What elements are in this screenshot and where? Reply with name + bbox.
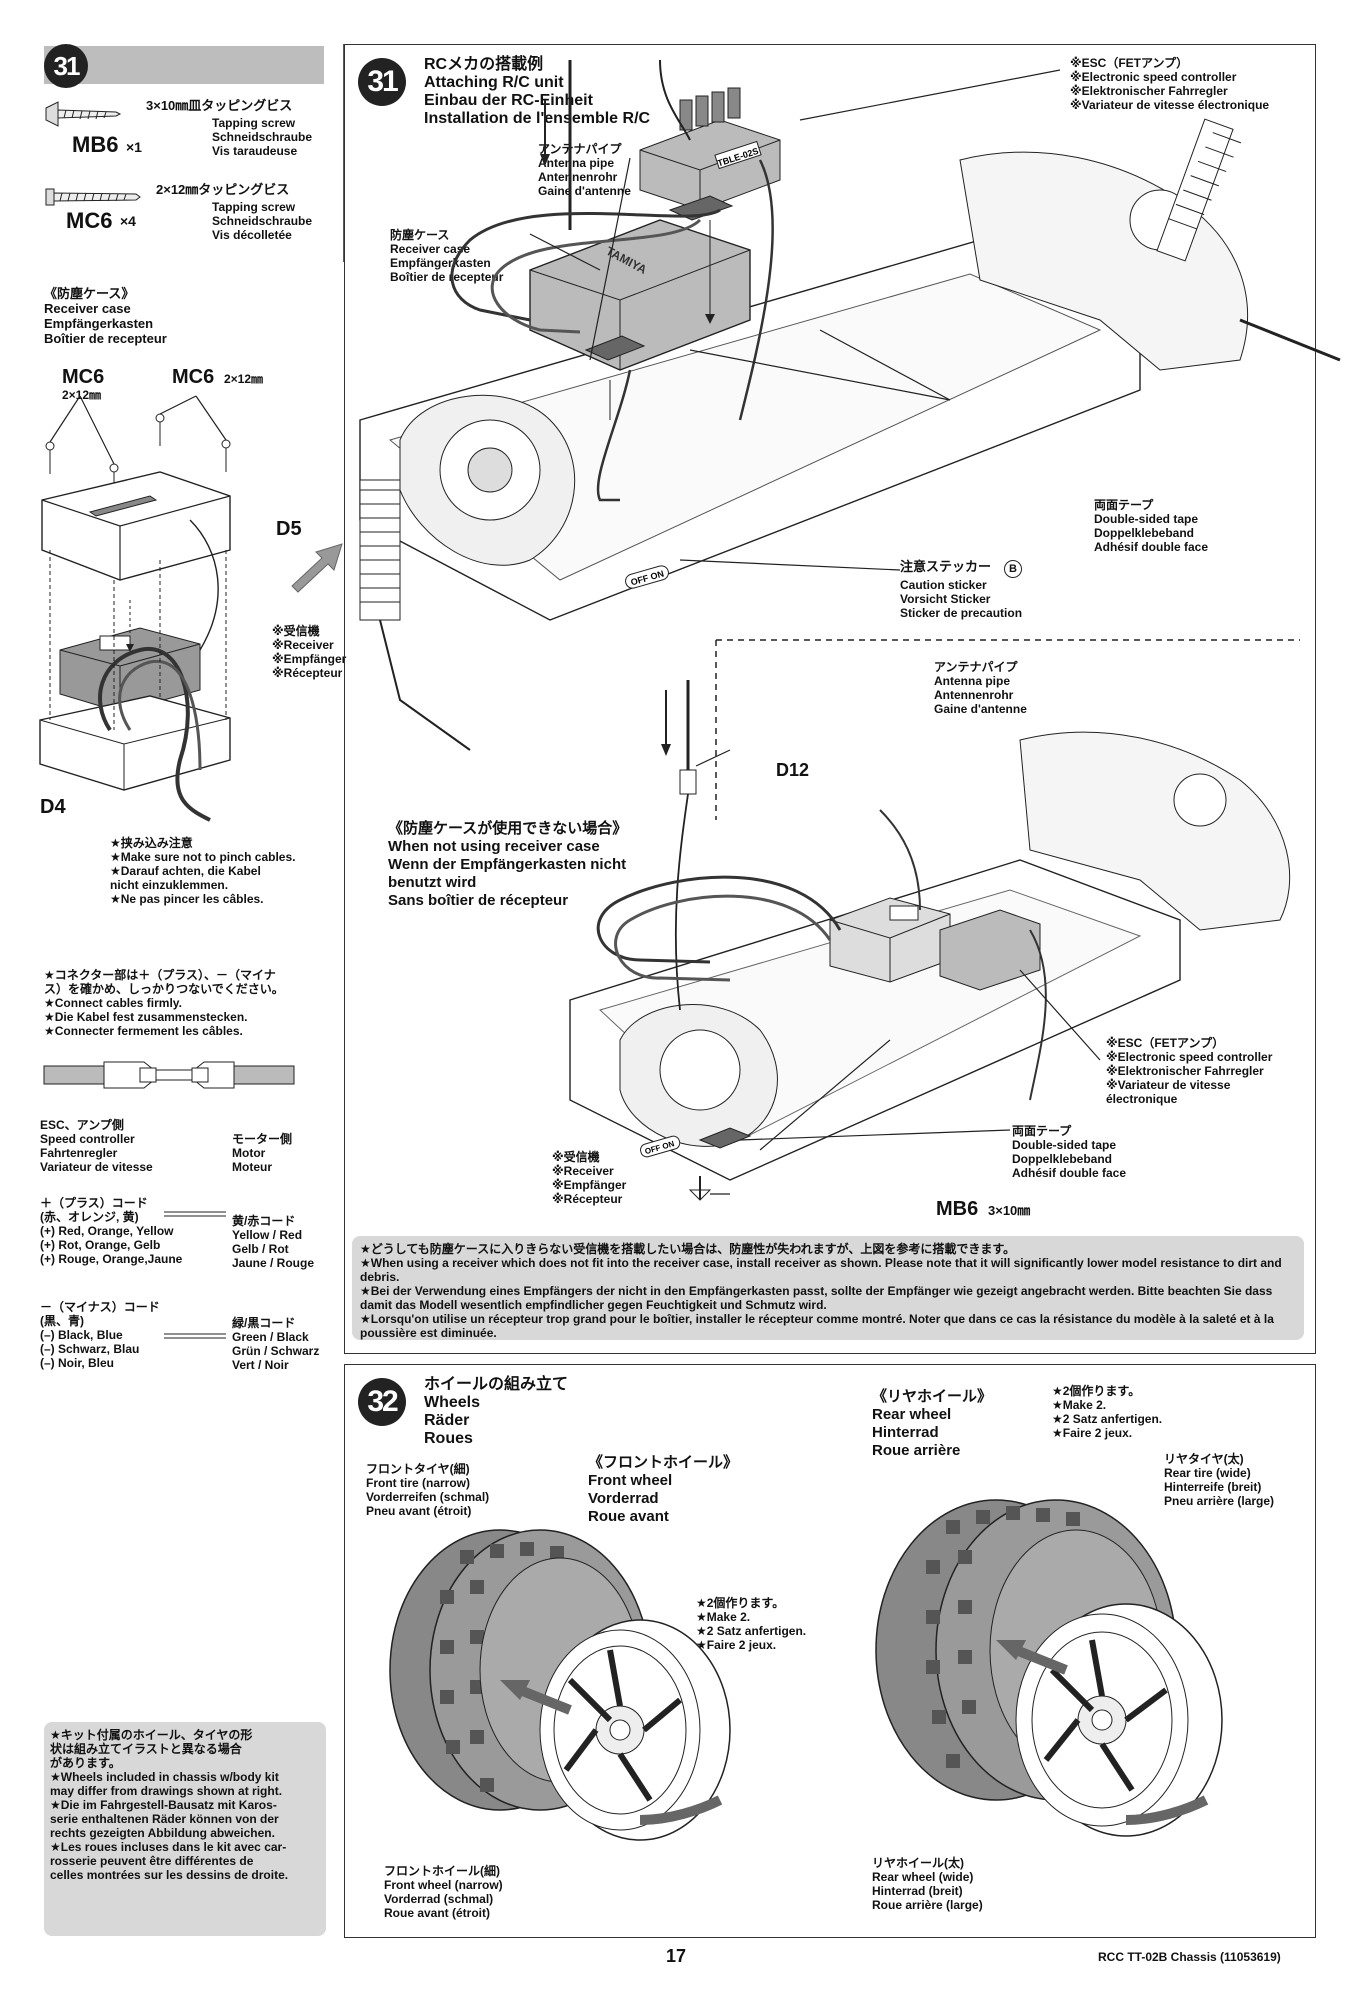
rear-tire-wheel-drawing bbox=[875, 1499, 1223, 1837]
step32-number-badge: 32 bbox=[358, 1378, 406, 1426]
front-tire-label: フロントタイヤ(細) Front tire (narrow) Vorderrei… bbox=[366, 1462, 490, 1518]
screw-mc6-icon bbox=[45, 188, 141, 206]
esc-label-top: ※ESC（FETアンプ） ※Electronic speed controlle… bbox=[1070, 56, 1270, 112]
esc-side-label: ESC、アンプ側 Speed controller Fahrtenregler … bbox=[40, 1118, 153, 1174]
yellow-red-label: 黄/赤コード Yellow / Red Gelb / Rot Jaune / R… bbox=[232, 1214, 315, 1270]
wheel-variation-note bbox=[44, 1722, 326, 1936]
d12-label: D12 bbox=[776, 760, 810, 780]
screw-mb6-icon bbox=[45, 101, 122, 127]
receiver-case-label-top: 防塵ケース Receiver case Empfängerkasten Boît… bbox=[390, 228, 504, 284]
minus-cord-label: －（マイナス）コード (黒、青) (–) Black, Blue (–) Sch… bbox=[40, 1300, 160, 1370]
sticker-desc: Caution sticker Vorsicht Sticker Sticker… bbox=[900, 578, 1023, 620]
step31-title: RCメカの搭載例 Attaching R/C unit Einbau der R… bbox=[424, 56, 651, 127]
chassis-drawing-top: TAMIYA TBLE-02S OFF ON bbox=[359, 59, 1341, 751]
screw-mc6-code: MC6 bbox=[66, 208, 113, 233]
step32-title: ホイールの組み立て Wheels Räder Roues bbox=[424, 1376, 569, 1447]
chassis-drawing-bottom: OFF ON bbox=[569, 680, 1291, 1201]
wheel-variation-note-text: ★キット付属のホイール、タイヤの形 状は組み立てイラストと異なる場合 があります… bbox=[50, 1728, 289, 1882]
front-wheel-label: フロントホイール(細) Front wheel (narrow) Vorderr… bbox=[384, 1864, 503, 1920]
rear-wheel-label: リヤホイール(太) Rear wheel (wide) Hinterrad (b… bbox=[872, 1856, 983, 1912]
motor-side-label: モーター側 Motor Moteur bbox=[232, 1132, 293, 1174]
receiver-case-heading: 《防塵ケース》 Receiver case Empfängerkasten Bo… bbox=[44, 286, 167, 346]
receiver-label-bottom: ※受信機 ※Receiver ※Empfänger ※Récepteur bbox=[552, 1150, 627, 1206]
step31-main-box bbox=[344, 44, 1316, 1354]
make2-rear: ★2個作ります。 ★Make 2. ★2 Satz anfertigen. ★F… bbox=[1052, 1384, 1163, 1440]
make2-front: ★2個作ります。 ★Make 2. ★2 Satz anfertigen. ★F… bbox=[696, 1596, 807, 1652]
tape-label-top: 両面テープ Double-sided tape Doppelklebeband … bbox=[1094, 498, 1209, 554]
page-number: 17 bbox=[666, 1946, 687, 1966]
connector-drawing bbox=[43, 1061, 295, 1089]
screw-mc6-desc: Tapping screw Schneidschraube Vis décoll… bbox=[212, 200, 313, 242]
front-tire-wheel-drawing bbox=[389, 1529, 731, 1841]
connector-note: ★コネクター部は＋（プラス）、－（マイナ ス）を確かめ、しっかりつないでください… bbox=[44, 968, 284, 1038]
receiver-case-exploded-drawing bbox=[39, 395, 231, 822]
step-header-bar bbox=[44, 46, 324, 84]
d5-label: D5 bbox=[276, 518, 302, 540]
sticker-badge: B bbox=[1004, 560, 1022, 578]
rear-tire-label: リヤタイヤ(太) Rear tire (wide) Hinterreife (b… bbox=[1164, 1452, 1275, 1508]
mc6-label-b: MC6 bbox=[172, 366, 215, 388]
mb6-size-bottom: 3×10㎜ bbox=[988, 1203, 1031, 1218]
step32-box bbox=[344, 1364, 1316, 1938]
green-black-label: 緑/黒コード Green / Black Grün / Schwarz Vert… bbox=[232, 1316, 320, 1372]
sticker-label: 注意ステッカー bbox=[900, 559, 992, 574]
mb6-label-bottom: MB6 bbox=[936, 1198, 979, 1220]
screw-mb6-desc: Tapping screw Schneidschraube Vis taraud… bbox=[212, 116, 313, 158]
esc-label-bottom: ※ESC（FETアンプ） ※Electronic speed controlle… bbox=[1106, 1036, 1273, 1106]
warning-note bbox=[352, 1236, 1304, 1340]
screw-mb6-code: MB6 bbox=[72, 132, 119, 157]
screw-mc6-qty: ×4 bbox=[120, 213, 136, 229]
antenna-label-top: アンテナパイプ Antenna pipe Antennenrohr Gaine … bbox=[538, 142, 631, 198]
screw-mc6-jp: 2×12㎜タッピングビス bbox=[156, 182, 290, 197]
plus-cord-label: ＋（プラス）コード (赤、オレンジ, 黄) (+) Red, Orange, Y… bbox=[40, 1196, 183, 1266]
no-case-title: 《防塵ケースが使用できない場合》 When not using receiver… bbox=[388, 820, 628, 909]
rear-wheel-title: 《リヤホイール》 Rear wheel Hinterrad Roue arriè… bbox=[872, 1388, 993, 1459]
mc6-size-b: 2×12㎜ bbox=[224, 372, 264, 386]
pinch-note: ★挟み込み注意 ★Make sure not to pinch cables. … bbox=[110, 836, 296, 906]
direction-arrow-icon bbox=[291, 543, 343, 593]
receiver-label-left: ※受信機 ※Receiver ※Empfänger ※Récepteur bbox=[272, 624, 347, 680]
step-number-badge: 31 bbox=[44, 44, 88, 88]
front-wheel-title: 《フロントホイール》 Front wheel Vorderrad Roue av… bbox=[588, 1454, 739, 1525]
tape-label-bottom: 両面テープ Double-sided tape Doppelklebeband … bbox=[1012, 1124, 1127, 1180]
screw-mb6-jp: 3×10㎜皿タッピングビス bbox=[146, 98, 293, 113]
warning-note-text: ★どうしても防塵ケースに入りきらない受信機を搭載したい場合は、防塵性が失われます… bbox=[360, 1242, 1282, 1340]
step31-number-badge: 31 bbox=[358, 58, 406, 106]
screw-mb6-qty: ×1 bbox=[126, 139, 142, 155]
mc6-label-a: MC6 bbox=[62, 366, 105, 388]
mc6-size-a: 2×12㎜ bbox=[62, 388, 102, 402]
antenna-label-bottom: アンテナパイプ Antenna pipe Antennenrohr Gaine … bbox=[934, 660, 1027, 716]
d4-label: D4 bbox=[40, 796, 66, 818]
footer-title: RCC TT-02B Chassis (11053619) bbox=[1098, 1950, 1281, 1964]
